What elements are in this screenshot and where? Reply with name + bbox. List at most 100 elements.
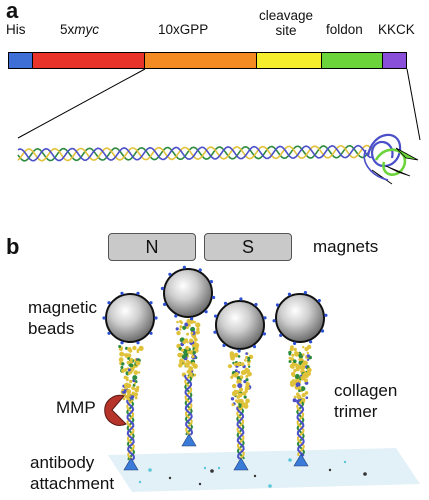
trimer-globule-dot xyxy=(244,396,247,399)
trimer-globule-dot xyxy=(176,327,179,330)
trimer-globule-dot xyxy=(291,379,295,383)
bead-surface-dot xyxy=(293,342,296,345)
bead-surface-dot xyxy=(238,349,241,352)
bead-surface-dot xyxy=(183,266,186,269)
surface-particle xyxy=(148,468,152,472)
trimer-globule-dot xyxy=(190,332,193,335)
bead-surface-dot xyxy=(213,331,216,334)
trimer-globule-dot xyxy=(302,353,305,356)
trimer-globule-dot xyxy=(139,346,144,351)
bead-surface-dot xyxy=(120,341,123,344)
trimer-globule-dot xyxy=(290,345,294,349)
trimer-globule-dot xyxy=(307,368,312,373)
trimer-globule-dot xyxy=(193,364,198,369)
bead-surface-dot xyxy=(239,297,242,300)
trimer-globule-dot xyxy=(124,353,129,358)
trimer-globule-dot xyxy=(195,345,199,349)
trimer-globule-dot xyxy=(186,360,189,363)
magnetic-beads xyxy=(102,266,327,353)
trimer-globule-dot xyxy=(305,391,309,395)
trimer-globule-dot xyxy=(232,384,236,388)
trimer-globule-dot xyxy=(135,361,140,366)
surface-particle xyxy=(288,458,292,462)
trimer-globule-dot xyxy=(239,399,244,404)
trimer-globule-dot xyxy=(301,376,306,381)
trimer-globule-dot xyxy=(246,382,250,386)
surface-particle xyxy=(268,484,272,488)
trimer-globule-dot xyxy=(180,321,183,324)
trimer-globule-dot xyxy=(176,331,180,335)
trimer-globule-dot xyxy=(228,364,232,368)
trimer-globule-dot xyxy=(294,351,298,355)
trimer-globule-dot xyxy=(196,328,199,331)
trimer-globule-dot xyxy=(238,355,241,358)
trimer-globule-dot xyxy=(293,359,297,363)
surface-particle xyxy=(363,472,367,476)
bead-surface-dot xyxy=(136,341,139,344)
trimer-globule-dot xyxy=(233,373,238,378)
trimer-globule-dot xyxy=(134,370,139,375)
trimer-globule-dot xyxy=(118,345,121,348)
bead-surface-dot xyxy=(205,310,208,313)
trimer-globule-dot xyxy=(193,351,196,354)
bead-surface-dot xyxy=(222,344,225,347)
trimer-globule-dot xyxy=(129,380,132,383)
surface-particle xyxy=(254,475,256,477)
trimer-globule-dot xyxy=(124,376,128,380)
bead-surface-dot xyxy=(107,301,110,304)
bead-surface-dot xyxy=(102,316,105,319)
magnetic-bead xyxy=(276,294,324,342)
trimer-globule-dot xyxy=(231,397,234,400)
trimer-globule-dot xyxy=(244,359,247,362)
trimer-globule-dot xyxy=(236,395,240,399)
trimer-globule-dot xyxy=(189,339,193,343)
bead-surface-dot xyxy=(212,296,215,299)
trimer-globule-dot xyxy=(195,322,200,327)
trimer-globule-dot xyxy=(295,374,300,379)
bead-surface-dot xyxy=(199,268,202,271)
trimer-globule-dot xyxy=(247,363,250,366)
bead-surface-dot xyxy=(210,280,213,283)
trimer-globule-dot xyxy=(243,404,248,409)
bead-surface-dot xyxy=(263,332,266,335)
trimer-globule-dot xyxy=(128,368,131,371)
trimer-globule-dot xyxy=(232,391,237,396)
trimer-globule-dot xyxy=(179,325,182,328)
bead-surface-dot xyxy=(253,345,256,348)
bead-surface-dot xyxy=(136,292,139,295)
trimer-globule-dot xyxy=(132,346,136,350)
trimer-globule-dot xyxy=(237,383,242,388)
trimer-globule-dot xyxy=(124,368,128,372)
trimer-globule-dot xyxy=(236,362,240,366)
bead-surface-dot xyxy=(254,303,257,306)
trimer-globule-dot xyxy=(132,375,137,380)
trimer-globule-dot xyxy=(123,398,126,401)
bead-surface-dot xyxy=(263,316,266,319)
bead-surface-dot xyxy=(161,287,164,290)
trimer-globule-dot xyxy=(188,366,193,371)
trimer-globule-dot xyxy=(304,347,308,351)
trimer-globule-dot xyxy=(303,361,308,366)
bead-surface-dot xyxy=(107,332,110,335)
trimer-globule-dot xyxy=(288,351,291,354)
bead-surface-dot xyxy=(279,334,282,337)
trimer-globule-dot xyxy=(230,351,235,356)
antibody-anchor xyxy=(182,434,196,446)
trimer-globule-dot xyxy=(294,348,297,351)
bead-surface-dot xyxy=(321,329,324,332)
trimer-globule-dot xyxy=(294,396,297,399)
trimer-globule-dot xyxy=(186,333,189,336)
trimer-globule-dot xyxy=(291,354,294,357)
bead-surface-dot xyxy=(168,273,171,276)
collagen-trimers xyxy=(118,319,312,470)
bead-surface-dot xyxy=(224,302,227,305)
trimer-globule-dot xyxy=(242,391,246,395)
trimer-globule-dot xyxy=(181,349,184,352)
surface-particle xyxy=(169,477,171,479)
bead-surface-dot xyxy=(174,314,177,317)
surface-particle xyxy=(329,469,331,471)
trimer-globule-dot xyxy=(176,321,179,324)
trimer-globule-dot xyxy=(296,366,300,370)
trimer-globule-dot xyxy=(134,382,136,384)
trimer-globule-dot xyxy=(298,390,301,393)
